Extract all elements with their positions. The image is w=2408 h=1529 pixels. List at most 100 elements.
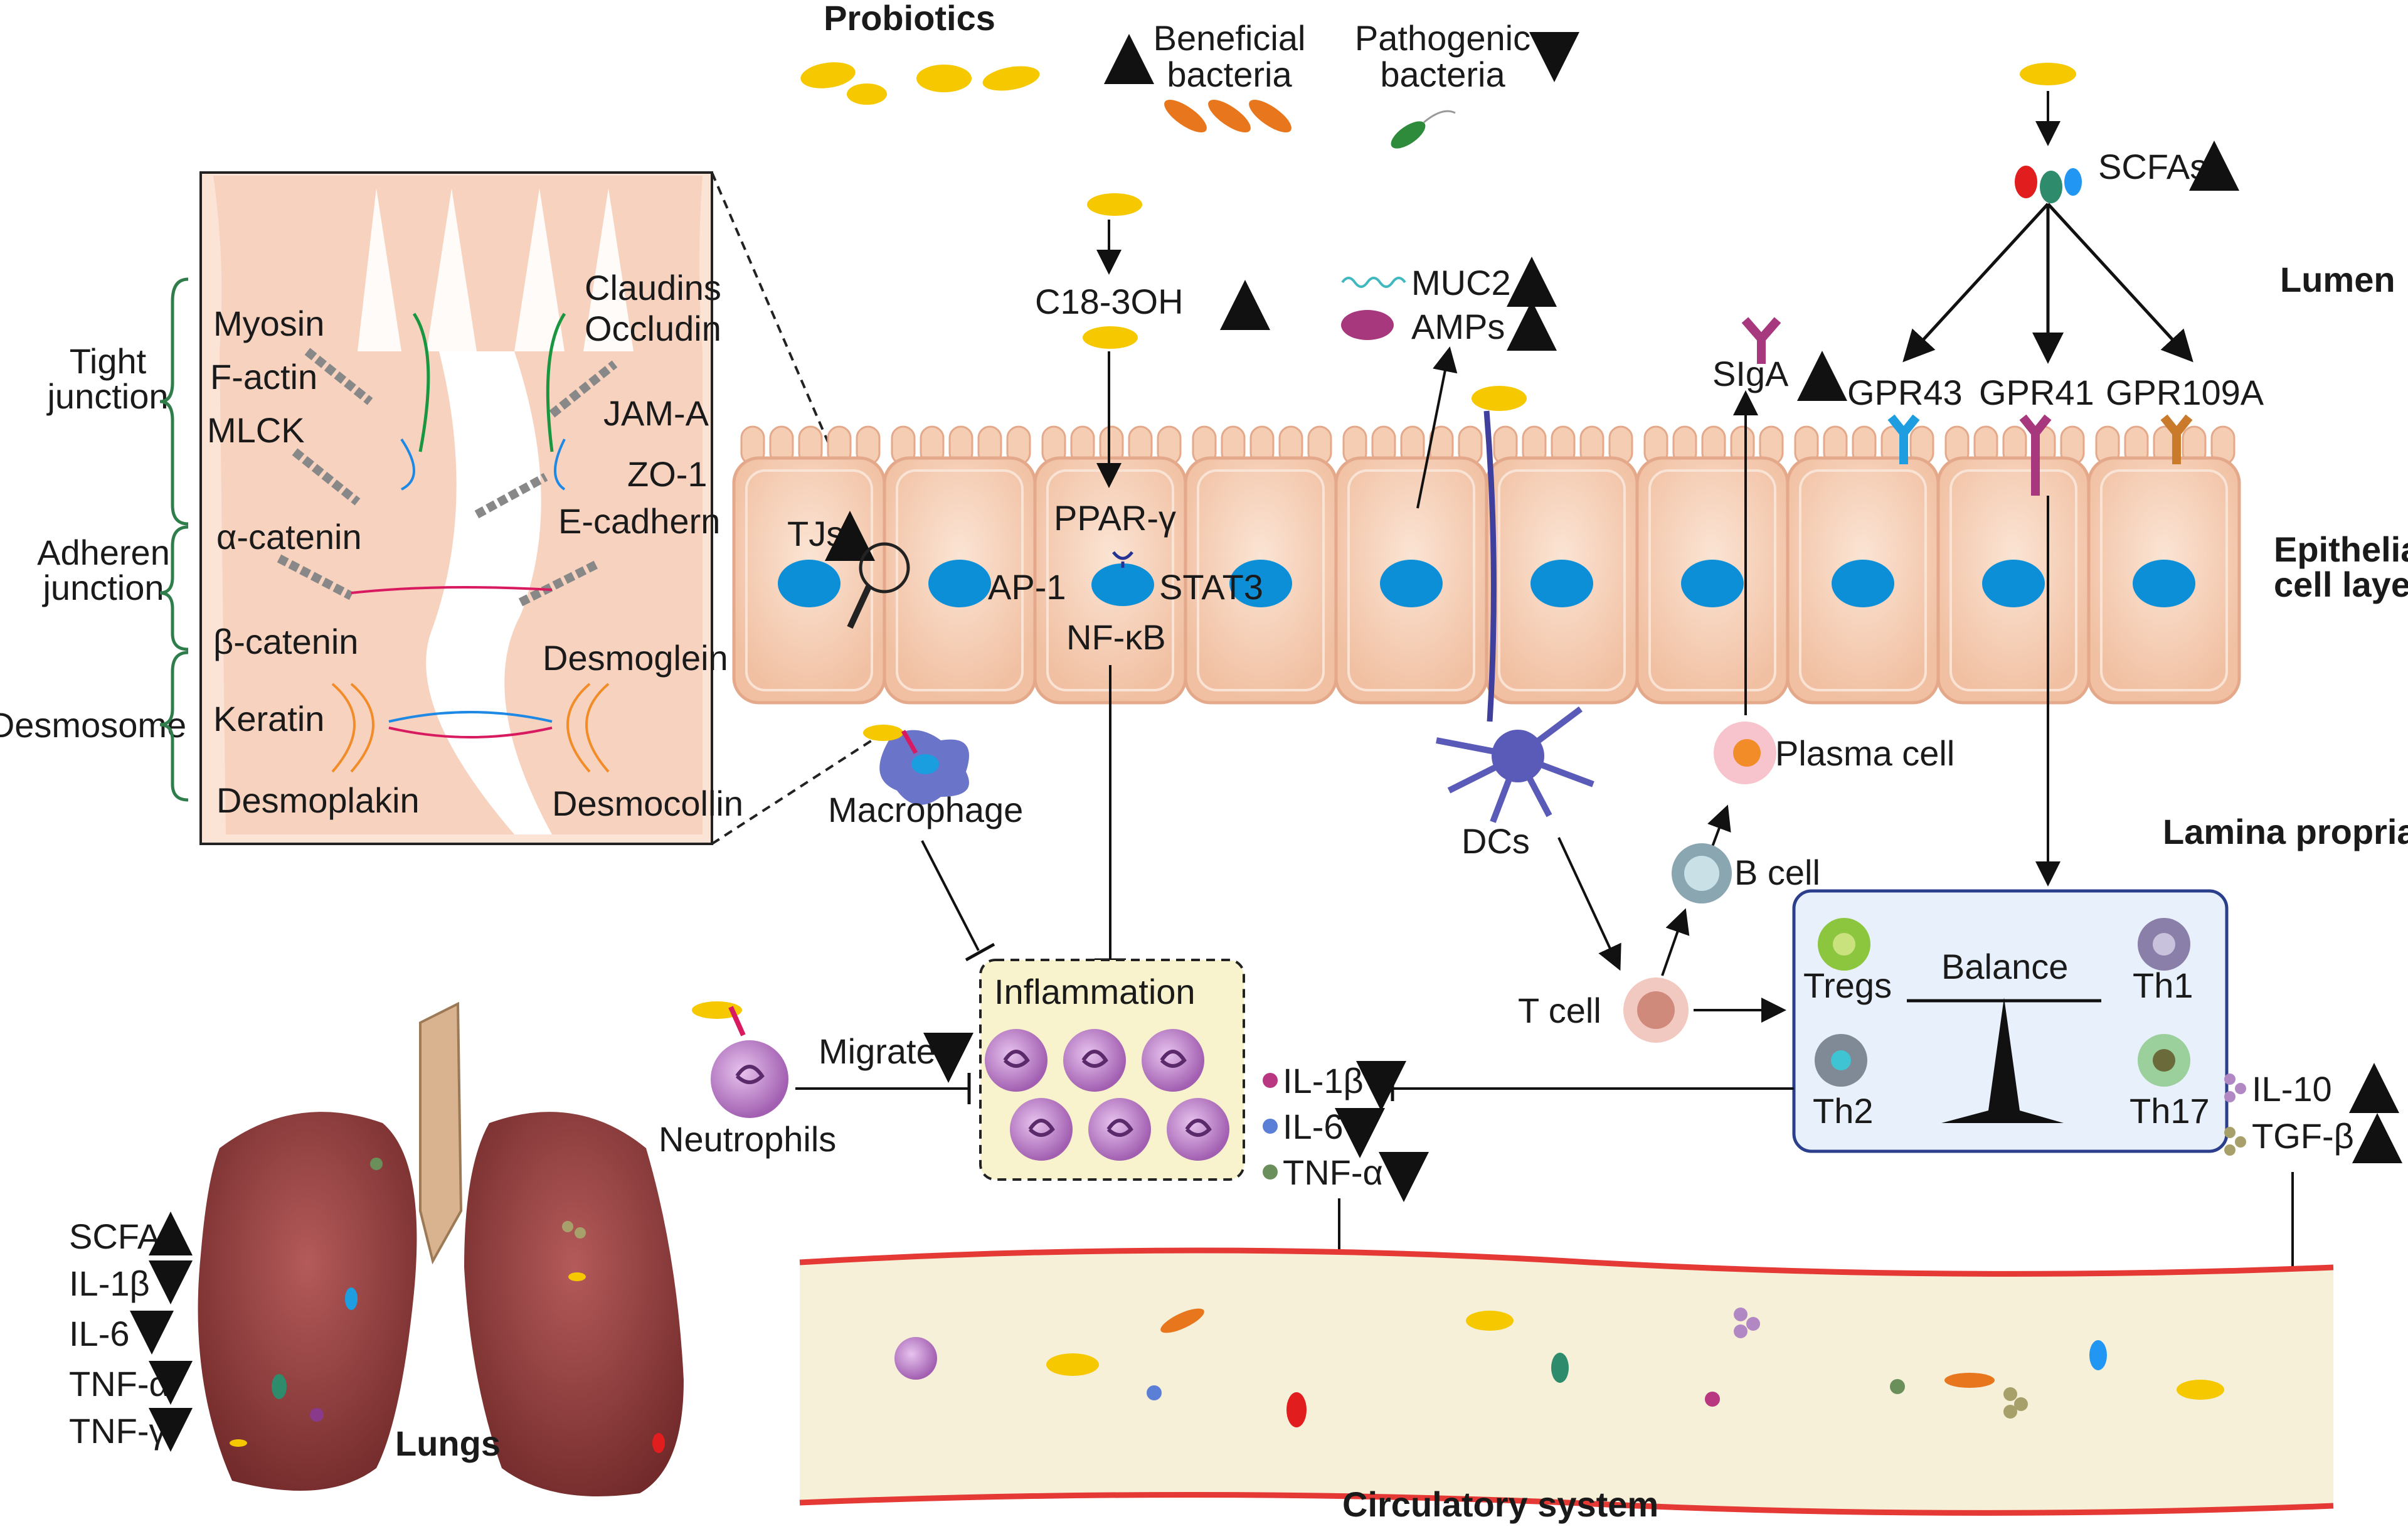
- scfa-bacteria-icon: [2020, 63, 2076, 85]
- tnfa-label: TNF-α: [1283, 1153, 1383, 1192]
- svg-text:Desmocollin: Desmocollin: [552, 784, 743, 823]
- tregs-cell-icon: [1818, 918, 1870, 971]
- gpr41-receptor-icon: [2019, 414, 2052, 496]
- svg-text:MLCK: MLCK: [207, 410, 305, 450]
- neutrophil-icon: [692, 1001, 788, 1118]
- lung-marker-label: TNF-γ: [69, 1411, 167, 1451]
- lungs-icon: [198, 1001, 684, 1496]
- nfkb-label: NF-κB: [1066, 617, 1166, 657]
- nucleus-icon: [928, 560, 991, 607]
- nucleus-icon: [1832, 560, 1894, 607]
- macrophage-label: Macrophage: [828, 790, 1023, 829]
- c18-label: C18-3OH: [1035, 282, 1184, 321]
- lung-marker-label: IL-6: [69, 1314, 130, 1353]
- siga-icon: [1741, 317, 1781, 364]
- circulatory-label: Circulatory system: [1342, 1484, 1658, 1524]
- nucleus-icon: [778, 560, 841, 607]
- nucleus-icon: [1681, 560, 1744, 607]
- amps-icon: [1341, 310, 1394, 340]
- th17-label: Th17: [2130, 1091, 2210, 1131]
- svg-text:α-catenin: α-catenin: [216, 517, 362, 557]
- lung-marker-label: SCFAs: [69, 1217, 178, 1256]
- bcell-label: B cell: [1734, 853, 1820, 892]
- ap1-label: AP-1: [988, 567, 1066, 607]
- th1-label: Th1: [2133, 966, 2193, 1005]
- ppar-complex-icon: [1091, 551, 1154, 606]
- svg-text:Myosin: Myosin: [213, 304, 324, 343]
- inflammation-label: Inflammation: [994, 972, 1196, 1011]
- tregs-label: Tregs: [1803, 966, 1892, 1005]
- stat3-label: STAT3: [1159, 567, 1263, 607]
- plasma-cell-icon: [1714, 722, 1776, 784]
- bcell-icon: [1672, 843, 1732, 903]
- tjs-label: TJs: [787, 514, 844, 553]
- tgfb-label: TGF-β: [2252, 1116, 2354, 1156]
- epithelial-cell: [1485, 425, 1639, 705]
- lung-marker-label: TNF-α: [69, 1364, 169, 1404]
- junction-inset: [199, 171, 713, 845]
- gpr109a-label: GPR109A: [2106, 373, 2264, 412]
- il1b-label: IL-1β: [1283, 1061, 1364, 1100]
- il10-label: IL-10: [2252, 1069, 2332, 1109]
- epithelial-layer: [732, 425, 2241, 705]
- epithelial-cell: [1334, 425, 1488, 705]
- svg-text:Occludin: Occludin: [585, 309, 721, 348]
- magnifier-icon: [847, 542, 910, 629]
- svg-text:Desmoglein: Desmoglein: [543, 638, 728, 678]
- svg-text:E-cadhern: E-cadhern: [558, 501, 720, 541]
- nucleus-icon: [1229, 560, 1292, 607]
- dc-bacteria-icon: [1472, 386, 1527, 411]
- siga-label: SIgA: [1712, 354, 1789, 393]
- plasma-label: Plasma cell: [1775, 733, 1955, 773]
- inflamed-cell: [1010, 1098, 1073, 1161]
- gpr41-label: GPR41: [1979, 373, 2094, 412]
- muc2-icon: [1341, 277, 1406, 288]
- epithelial-cell: [883, 425, 1037, 705]
- ppar-label: PPAR-γ: [1054, 498, 1176, 538]
- svg-text:JAM-A: JAM-A: [603, 393, 709, 433]
- epithelial-cell: [1184, 425, 1338, 705]
- lungs-label: Lungs: [395, 1424, 501, 1463]
- balance-label: Balance: [1941, 947, 2068, 986]
- junction-left-labels: Myosin F-actin MLCK α-catenin β-catenin …: [207, 304, 420, 820]
- svg-text:Keratin: Keratin: [213, 699, 324, 738]
- tnfa-icon: [1263, 1164, 1278, 1180]
- svg-text:β-catenin: β-catenin: [213, 622, 358, 661]
- vessel-contents: [894, 1308, 2224, 1427]
- th1-cell-icon: [2138, 918, 2190, 971]
- epithelial-cell: [1936, 425, 2091, 705]
- tcell-icon: [1623, 978, 1689, 1043]
- inflamed-cell: [985, 1029, 1048, 1092]
- migrate-label: Migrate: [819, 1031, 936, 1071]
- epithelial-cell: [1786, 425, 1940, 705]
- th17-cell-icon: [2138, 1034, 2190, 1087]
- svg-text:F-actin: F-actin: [210, 357, 317, 397]
- svg-text:Desmoplakin: Desmoplakin: [216, 780, 420, 820]
- gpr43-label: GPR43: [1847, 373, 1963, 412]
- c18-bacteria-icon: [1083, 193, 1142, 349]
- probiotics-icon: [800, 62, 1040, 105]
- dcs-label: DCs: [1461, 821, 1530, 861]
- nucleus-icon: [1982, 560, 2045, 607]
- inflamed-cells-icon: [985, 1029, 1229, 1161]
- scfas-label: SCFAs: [2098, 147, 2207, 186]
- inflamed-cell: [1167, 1098, 1229, 1161]
- il1b-icon: [1263, 1073, 1278, 1088]
- nucleus-icon: [1380, 560, 1443, 607]
- junction-right-labels: Claudins Occludin JAM-A ZO-1 E-cadhern D…: [543, 268, 743, 823]
- lamina-label: Lamina propria: [2163, 812, 2408, 851]
- epithelial-label: Epithelialcell layer: [2274, 530, 2408, 604]
- lung-marker-label: IL-1β: [69, 1264, 150, 1303]
- muc2-label: MUC2: [1411, 263, 1511, 302]
- blood-vessel: [799, 1247, 2334, 1516]
- tcell-label: T cell: [1518, 991, 1601, 1030]
- lumen-label: Lumen: [2280, 260, 2395, 299]
- svg-text:ZO-1: ZO-1: [627, 454, 708, 494]
